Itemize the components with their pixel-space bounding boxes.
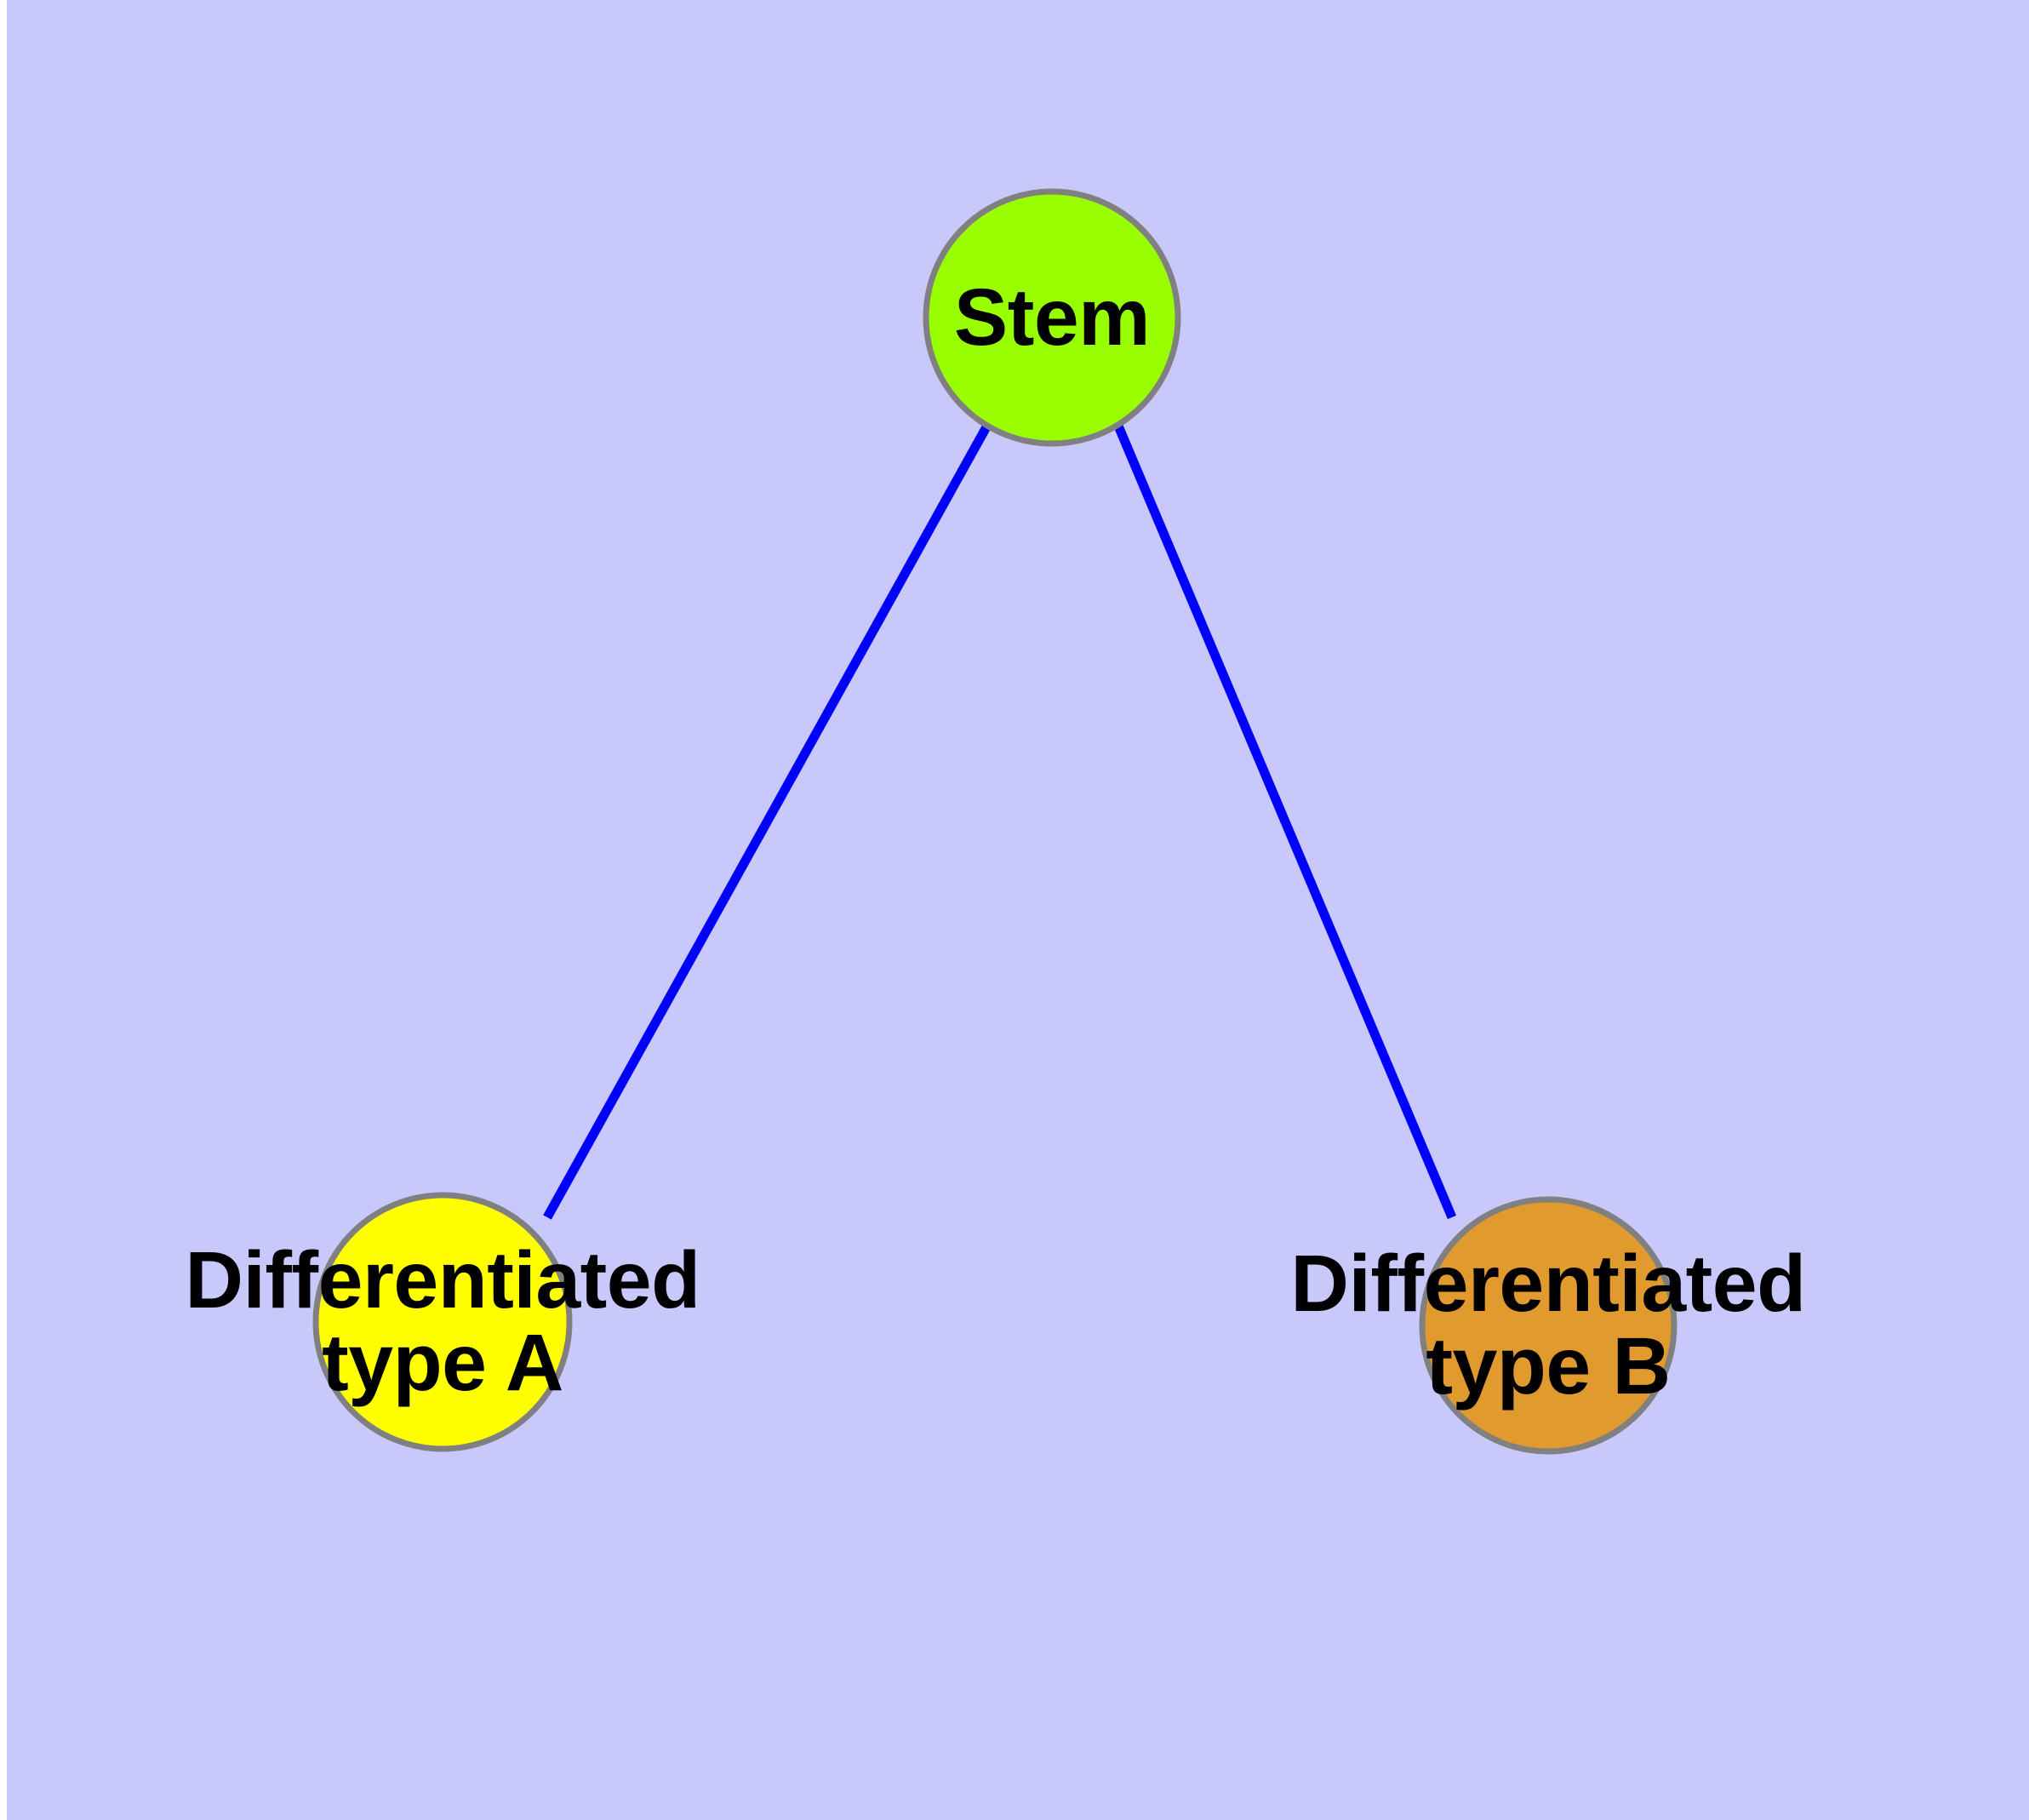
graph-edge-stem-to-a[interactable] (543, 421, 992, 1220)
nodes-layer (312, 188, 1677, 1455)
graph-node-diff_b[interactable] (1419, 1196, 1677, 1455)
graph-edge-stem-to-b[interactable] (1112, 421, 1457, 1220)
edges-layer (543, 421, 1457, 1220)
graph-node-stem[interactable] (923, 188, 1181, 447)
graph-node-diff_a[interactable] (312, 1192, 573, 1452)
